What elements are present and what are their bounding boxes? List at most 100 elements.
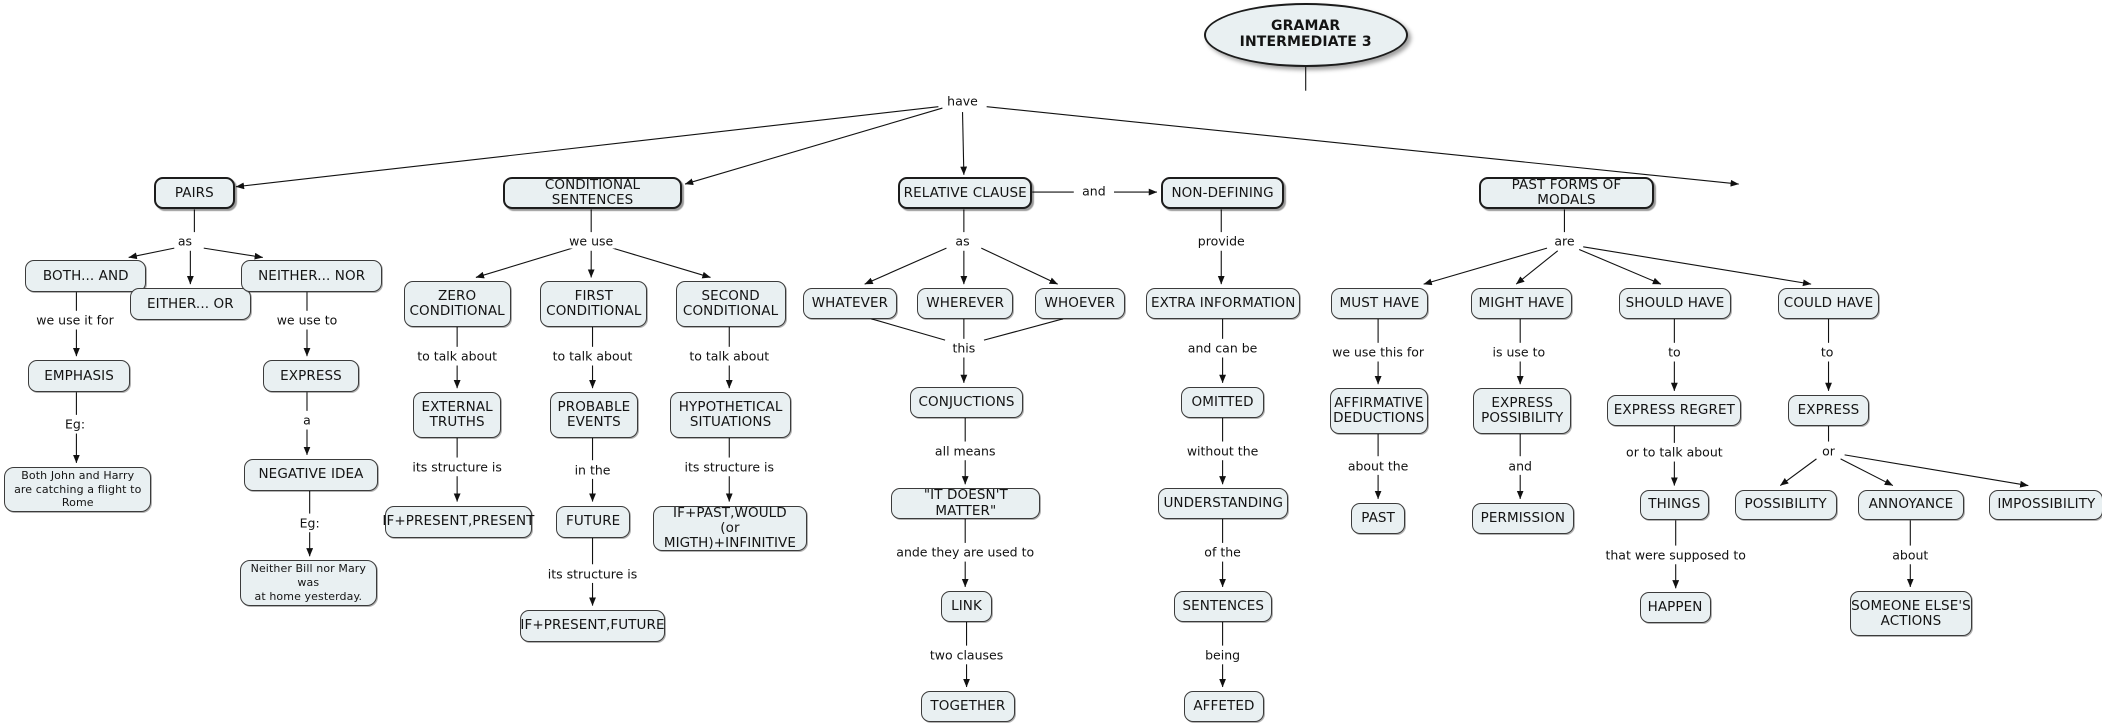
node-label: IF+PRESENT,PRESENT: [382, 513, 535, 529]
node-emphasis[interactable]: EMPHASIS: [28, 360, 131, 393]
node-possibility[interactable]: POSSIBILITY: [1734, 489, 1837, 521]
node-label: PAST FORMS OF MODALS: [1511, 177, 1622, 209]
node-label: FIRST CONDITIONAL: [546, 288, 642, 320]
node-should_have[interactable]: SHOULD HAVE: [1619, 288, 1731, 319]
edge-we_use-to-zero_cond: [475, 248, 573, 279]
link-label-all_means: all means: [932, 443, 998, 459]
edge-have-to-cond_sent: [684, 108, 942, 186]
link-label-provide: provide: [1195, 233, 1247, 249]
node-label: PROBABLE EVENTS: [557, 398, 631, 430]
link-label-struct1: its structure is: [410, 459, 504, 475]
link-label-or_talk_about: or to talk about: [1624, 444, 1725, 460]
node-zero_cond[interactable]: ZERO CONDITIONAL: [403, 281, 511, 327]
edge-we_use-to-second_cond: [613, 248, 711, 279]
edge-or_express-to-annoyance: [1841, 459, 1893, 486]
node-things[interactable]: THINGS: [1639, 489, 1710, 521]
node-express_right[interactable]: EXPRESS: [1788, 394, 1869, 426]
node-whatever[interactable]: WHATEVER: [802, 288, 897, 319]
node-express_regret[interactable]: EXPRESS REGRET: [1607, 394, 1742, 426]
link-label-struct3: its structure is: [545, 566, 640, 582]
node-conjuctions[interactable]: CONJUCTIONS: [910, 386, 1023, 418]
node-link[interactable]: LINK: [941, 590, 992, 622]
node-annoyance[interactable]: ANNOYANCE: [1858, 489, 1964, 521]
node-could_have[interactable]: COULD HAVE: [1777, 288, 1880, 319]
edge-have-to-past_modals: [987, 107, 1740, 188]
node-if_pres_fut[interactable]: IF+PRESENT,FUTURE: [520, 609, 665, 642]
node-second_cond[interactable]: SECOND CONDITIONAL: [675, 281, 786, 327]
node-express_left[interactable]: EXPRESS: [262, 360, 360, 393]
node-express_poss[interactable]: EXPRESS POSSIBILITY: [1473, 388, 1572, 434]
node-sentences[interactable]: SENTENCES: [1174, 590, 1273, 622]
node-wherever[interactable]: WHEREVER: [916, 288, 1014, 319]
node-label: AFFETED: [1193, 697, 1255, 714]
node-past[interactable]: PAST: [1351, 502, 1405, 534]
node-root[interactable]: GRAMAR INTERMEDIATE 3: [1203, 2, 1408, 67]
edge-as-to-neither_nor: [204, 248, 264, 261]
node-label: PERMISSION: [1480, 509, 1566, 526]
node-non_defining[interactable]: NON-DEFINING: [1160, 177, 1285, 210]
node-might_have[interactable]: MIGHT HAVE: [1470, 288, 1573, 319]
node-label: BOTH... AND: [42, 267, 129, 284]
node-label: FUTURE: [566, 513, 621, 529]
link-label-about_the: about the: [1345, 458, 1411, 474]
node-if_past_would[interactable]: IF+PAST,WOULD (or MIGTH)+INFINITIVE: [652, 505, 807, 551]
link-label-of_the: of the: [1202, 544, 1243, 560]
node-happen[interactable]: HAPPEN: [1639, 592, 1711, 623]
node-cond_sent[interactable]: CONDITIONAL SENTENCES: [502, 177, 683, 210]
node-first_cond[interactable]: FIRST CONDITIONAL: [540, 281, 648, 327]
node-omitted[interactable]: OMITTED: [1181, 386, 1265, 418]
link-label-we_use_this_for: we use this for: [1330, 344, 1427, 360]
node-label: MIGHT HAVE: [1478, 294, 1565, 311]
link-label-we_use_to: we use to: [274, 312, 340, 328]
node-label: PAST: [1361, 509, 1395, 526]
node-extra_info[interactable]: EXTRA INFORMATION: [1146, 288, 1301, 319]
node-neither_nor[interactable]: NEITHER... NOR: [241, 260, 383, 293]
edge-as-to-both_and: [128, 248, 175, 260]
node-hypothetical[interactable]: HYPOTHETICAL SITUATIONS: [670, 392, 791, 438]
node-pairs[interactable]: PAIRS: [154, 177, 235, 210]
node-doesnt_matter[interactable]: "IT DOESN'T MATTER": [891, 488, 1041, 519]
node-label: TOGETHER: [930, 697, 1006, 714]
link-label-a_label: a: [301, 412, 313, 428]
node-must_have[interactable]: MUST HAVE: [1331, 288, 1428, 319]
node-understanding[interactable]: UNDERSTANDING: [1158, 488, 1289, 519]
edge-whatever-to-this: [871, 319, 945, 340]
node-label: NEGATIVE IDEA: [258, 466, 364, 483]
node-eg_neither[interactable]: Neither Bill nor Mary was at home yester…: [239, 560, 377, 606]
link-label-eg_2: Eg:: [297, 515, 322, 531]
link-label-talk1: to talk about: [415, 348, 500, 364]
link-label-eg_1: Eg:: [63, 416, 88, 432]
node-rel_clause[interactable]: RELATIVE CLAUSE: [898, 177, 1033, 210]
node-label: HYPOTHETICAL SITUATIONS: [678, 398, 783, 430]
node-label: WHATEVER: [811, 294, 889, 311]
link-label-is_use_to: is use to: [1490, 344, 1548, 360]
link-label-without_the: without the: [1184, 443, 1261, 459]
node-label: OMITTED: [1191, 393, 1254, 410]
node-probable_events[interactable]: PROBABLE EVENTS: [549, 392, 639, 438]
node-label: EXTRA INFORMATION: [1151, 294, 1296, 311]
node-whoever[interactable]: WHOEVER: [1034, 288, 1125, 319]
node-either_or[interactable]: EITHER... OR: [130, 288, 251, 321]
node-label: EMPHASIS: [44, 367, 114, 384]
node-affeted[interactable]: AFFETED: [1183, 690, 1265, 722]
node-impossibility[interactable]: IMPOSSIBILITY: [1989, 489, 2102, 521]
link-label-as_pairs: as: [175, 233, 195, 249]
node-if_pres_pres[interactable]: IF+PRESENT,PRESENT: [382, 505, 535, 538]
node-together[interactable]: TOGETHER: [920, 690, 1015, 722]
node-permission[interactable]: PERMISSION: [1471, 502, 1574, 534]
node-external_truths[interactable]: EXTERNAL TRUTHS: [412, 392, 502, 438]
link-label-are: are: [1552, 233, 1577, 249]
node-label: COULD HAVE: [1783, 294, 1874, 311]
node-label: EITHER... OR: [146, 295, 234, 312]
edges: [71, 67, 2029, 688]
node-both_and[interactable]: BOTH... AND: [25, 260, 147, 293]
node-negative_idea[interactable]: NEGATIVE IDEA: [243, 458, 379, 491]
node-label: MUST HAVE: [1339, 294, 1420, 311]
node-label: POSSIBILITY: [1744, 496, 1827, 513]
edge-are-to-must_have: [1423, 248, 1547, 286]
node-eg_both[interactable]: Both John and Harry are catching a fligh…: [4, 466, 152, 513]
node-past_modals[interactable]: PAST FORMS OF MODALS: [1478, 177, 1655, 210]
node-affirmative[interactable]: AFFIRMATIVE DEDUCTIONS: [1329, 388, 1428, 434]
node-someone_actions[interactable]: SOMEONE ELSE'S ACTIONS: [1849, 590, 1972, 637]
node-future[interactable]: FUTURE: [556, 505, 631, 538]
